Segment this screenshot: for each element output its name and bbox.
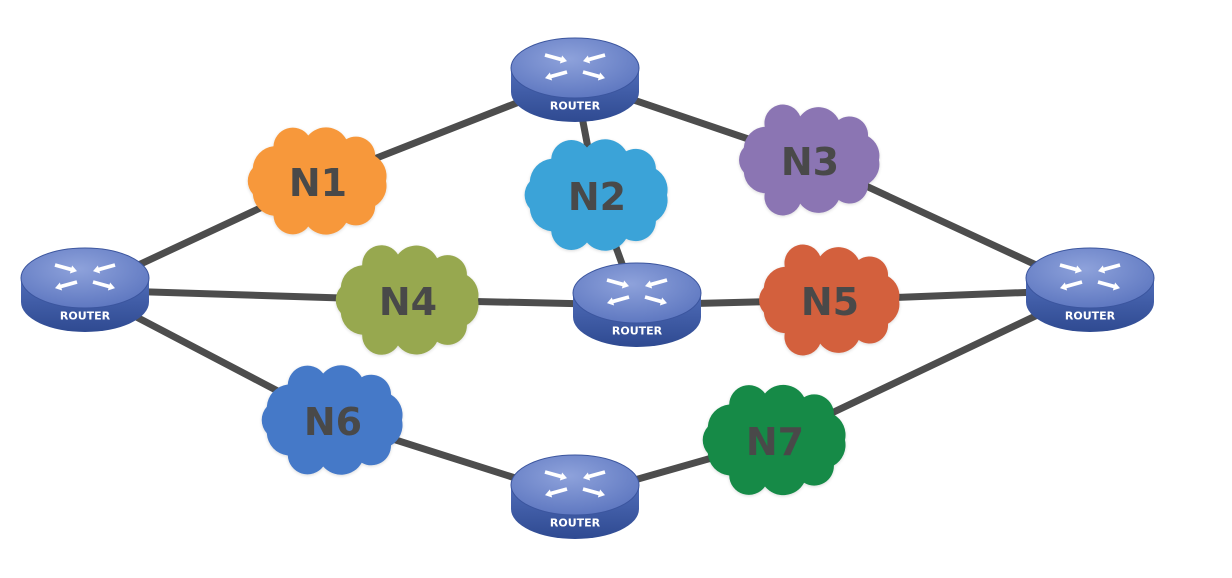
network-cloud-n1: N1 — [247, 127, 387, 235]
network-label: N5 — [801, 280, 859, 324]
router-label: ROUTER — [60, 310, 111, 323]
router-icon — [510, 454, 640, 516]
network-label: N6 — [304, 400, 362, 444]
cloud-icon — [524, 139, 668, 251]
router-icon — [20, 247, 150, 309]
router-arrows-icon — [54, 263, 116, 291]
network-label: N4 — [379, 280, 437, 324]
cloud-icon — [261, 365, 403, 475]
router-arrows-icon — [544, 470, 606, 498]
network-cloud-n5: N5 — [759, 244, 900, 356]
network-cloud-n2: N2 — [524, 139, 668, 251]
network-cloud-n7: N7 — [702, 384, 846, 496]
routers-layer: ROUTER ROUTER ROUTER ROUTER ROUTER — [20, 37, 1155, 539]
network-label: N3 — [781, 140, 839, 184]
router-arrows-icon — [606, 278, 668, 306]
router-icon — [572, 262, 702, 324]
router-bottom: ROUTER — [510, 454, 640, 539]
router-label: ROUTER — [1065, 310, 1116, 323]
network-label: N7 — [746, 420, 804, 464]
router-arrows-icon — [544, 53, 606, 81]
router-right: ROUTER — [1025, 247, 1155, 332]
router-left: ROUTER — [20, 247, 150, 332]
network-label: N1 — [289, 161, 347, 205]
router-top: ROUTER — [510, 37, 640, 122]
network-cloud-n4: N4 — [335, 245, 479, 355]
cloud-icon — [702, 384, 846, 496]
cloud-icon — [335, 245, 479, 355]
router-icon — [1025, 247, 1155, 309]
cloud-icon — [247, 127, 387, 235]
cloud-icon — [739, 104, 880, 216]
network-cloud-n3: N3 — [739, 104, 880, 216]
router-center: ROUTER — [572, 262, 702, 347]
router-label: ROUTER — [550, 100, 601, 113]
network-label: N2 — [568, 175, 626, 219]
router-label: ROUTER — [550, 517, 601, 530]
router-label: ROUTER — [612, 325, 663, 338]
router-icon — [510, 37, 640, 99]
cloud-icon — [759, 244, 900, 356]
network-cloud-n6: N6 — [261, 365, 403, 475]
router-arrows-icon — [1059, 263, 1121, 291]
